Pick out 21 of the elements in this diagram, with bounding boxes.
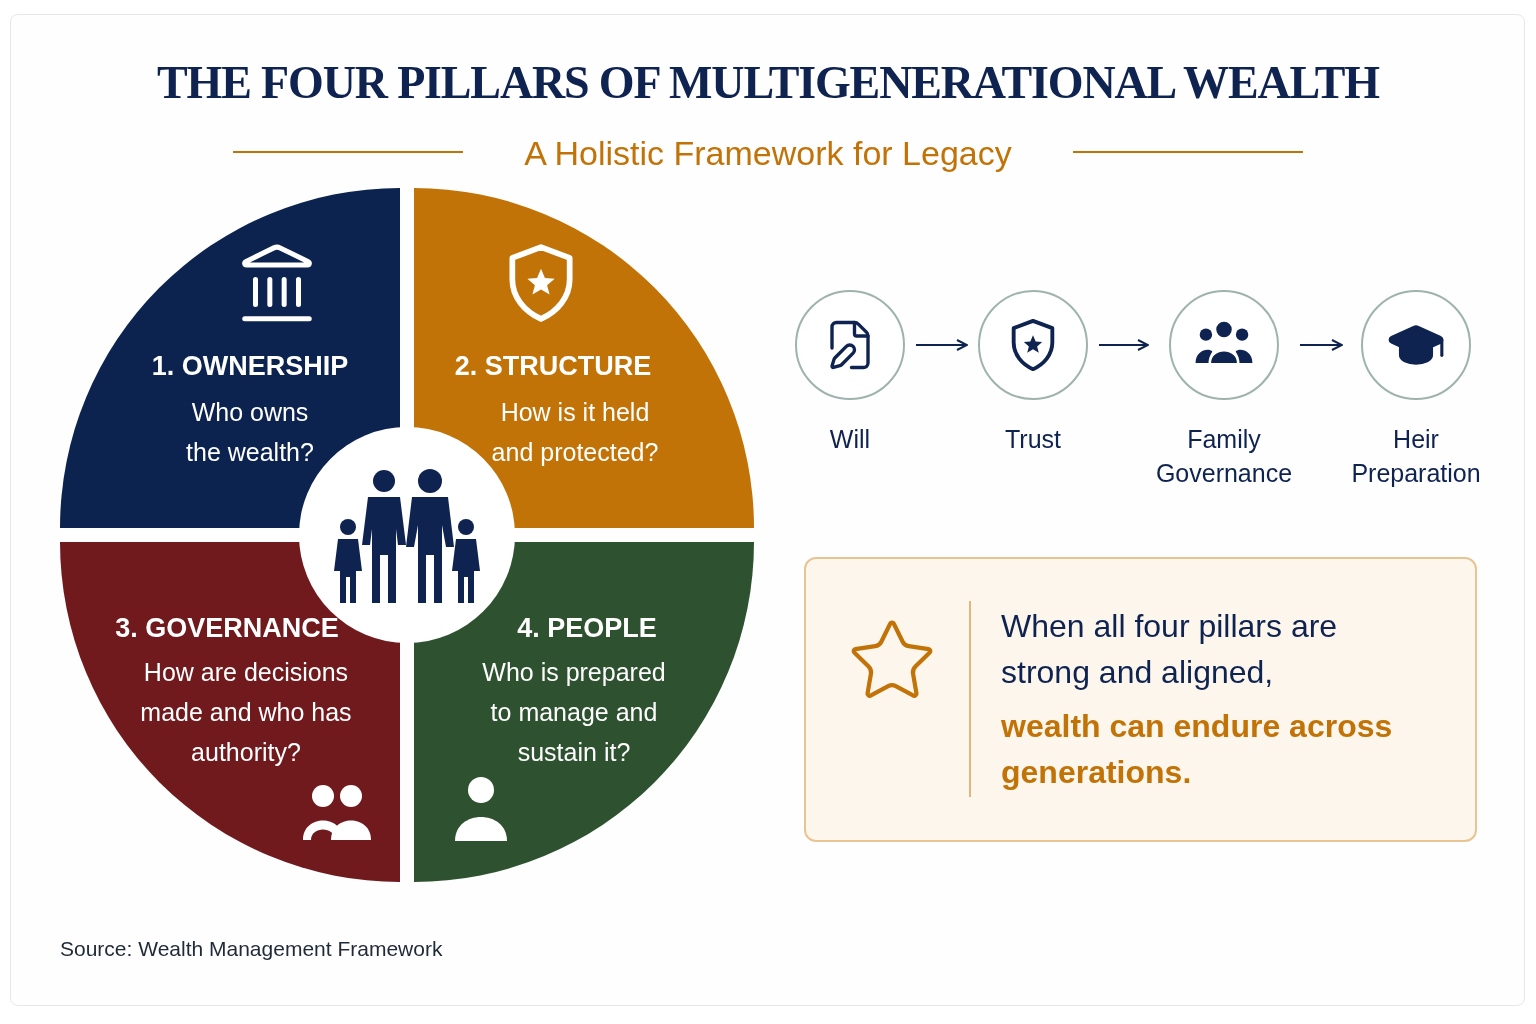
step-label: Will [829,424,871,455]
callout-text: wealth can endure across generations. [1001,707,1394,792]
pillar-question: Who owns the wealth? [185,397,315,468]
title: THE FOUR PILLARS OF MULTIGENERATIONAL WEALTH [156,56,1381,110]
callout-text: When all four pillars are strong and aligned, [1001,607,1339,692]
arrow [915,339,968,351]
source-note: Source: Wealth Management Framework [60,936,443,962]
pillar-heading: 3. GOVERNANCE [115,612,339,645]
callout-box [804,557,1477,842]
step-label: Heir Preparation [1350,424,1482,489]
pillar-question: Who is prepared to manage and sustain it? [481,657,667,768]
pillar-question: How is it held and protected? [490,397,660,468]
arrow [1098,339,1149,351]
step-label: Trust [1005,424,1061,455]
pillar-heading: 1. OWNERSHIP [151,350,349,383]
subtitle: A Holistic Framework for Legacy [523,133,1013,174]
step-label: Family Governance [1154,424,1294,489]
pillar-heading: 4. PEOPLE [517,612,657,645]
pillar-heading: 2. STRUCTURE [454,350,652,383]
arrow [1299,339,1343,351]
pillar-question: How are decisions made and who has authority? [139,657,353,768]
